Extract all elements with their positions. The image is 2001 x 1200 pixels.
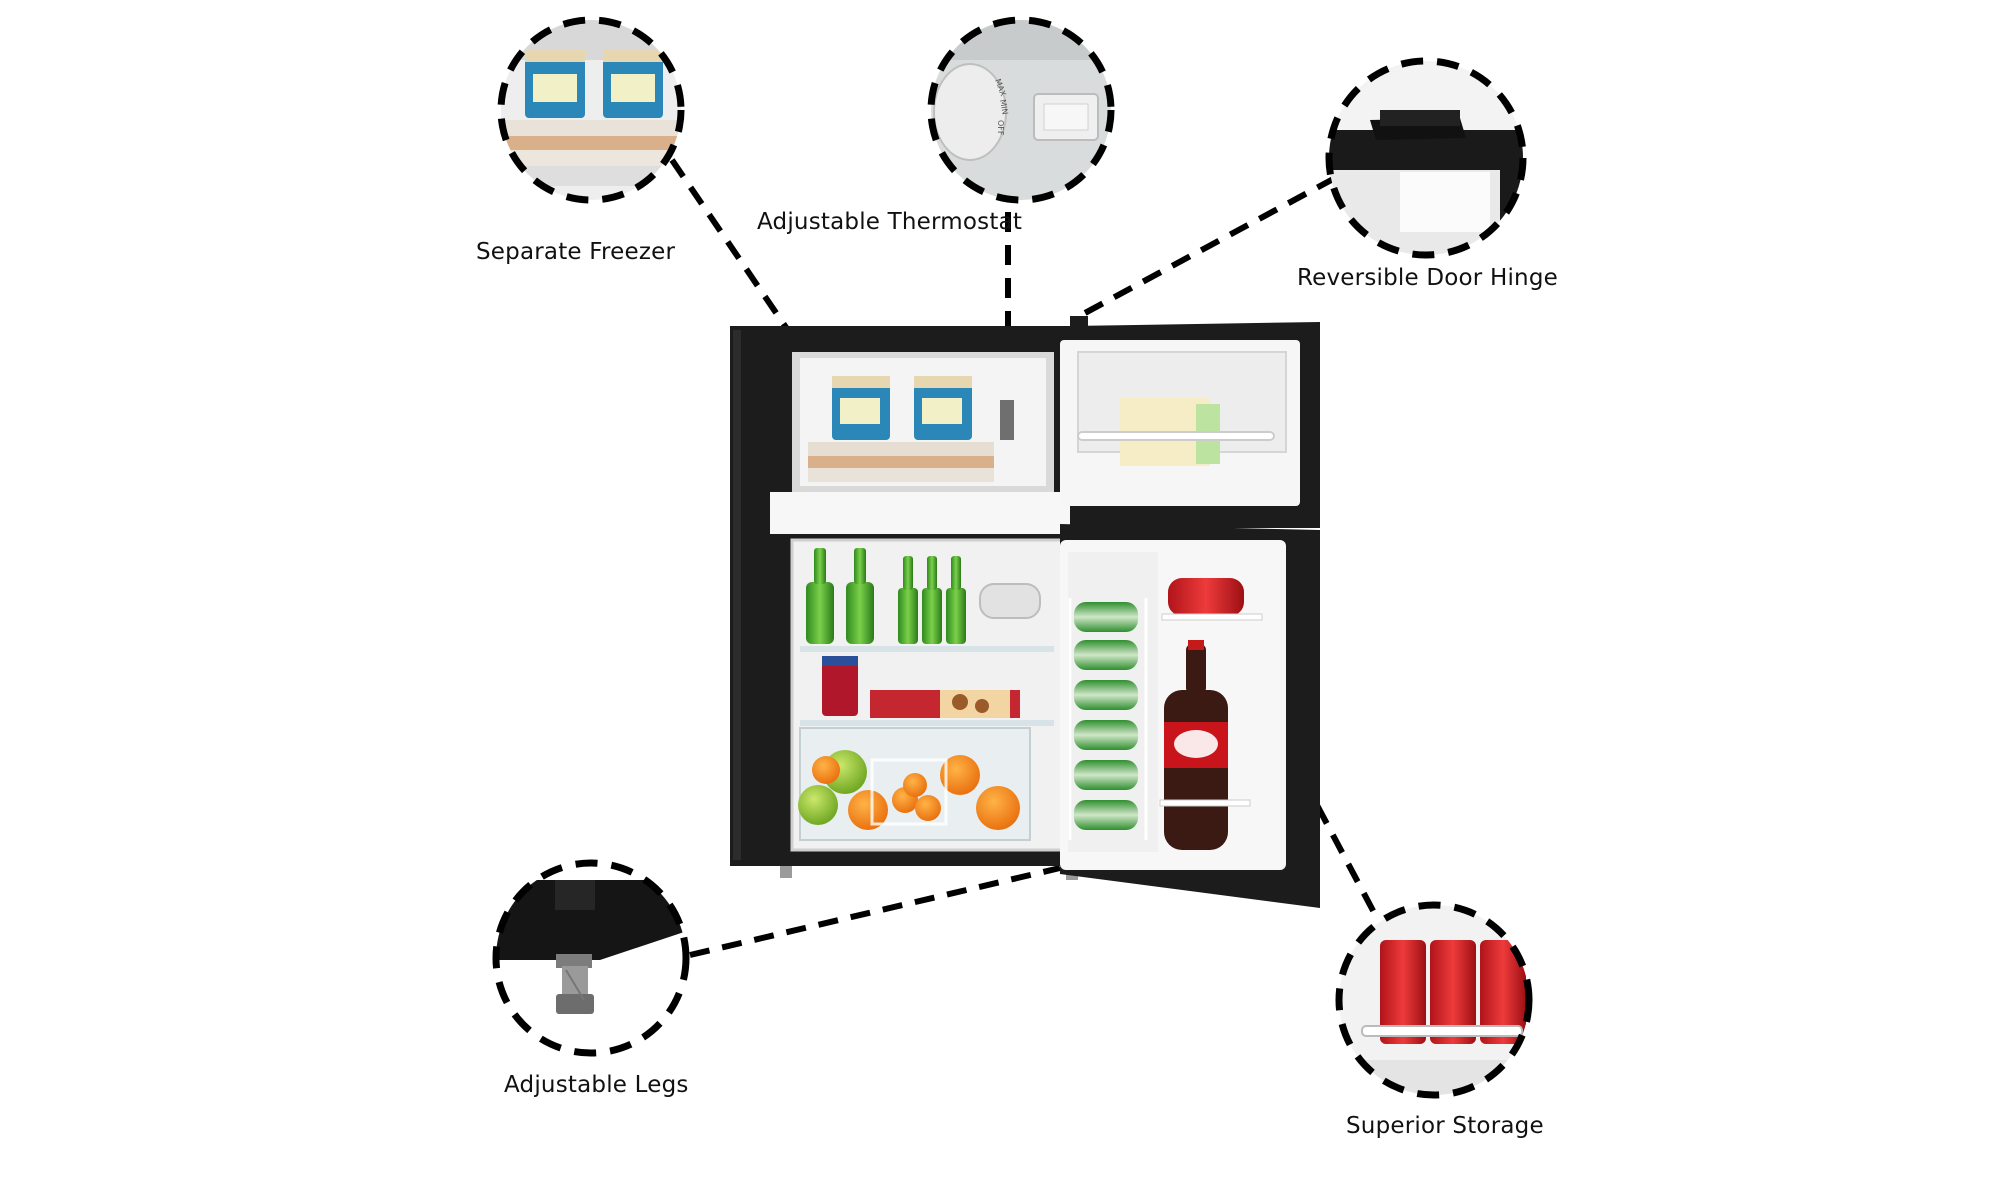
door-storage-closeup-icon — [1335, 901, 1533, 1099]
connector-legs — [689, 865, 1061, 958]
freezer-closeup-icon — [497, 16, 685, 204]
hinge-closeup-icon — [1325, 57, 1527, 259]
thermostat-closeup-icon: MAX MIN OFF — [927, 16, 1115, 204]
ice-cream-tub-icon — [832, 376, 972, 440]
superior-storage-label: Superior Storage — [1346, 1113, 1544, 1139]
dial-off-text: OFF — [996, 120, 1005, 136]
dial-min-text: MIN — [998, 99, 1010, 116]
reversible-door-hinge-label: Reversible Door Hinge — [1297, 265, 1558, 291]
leg-closeup-icon — [492, 859, 690, 1057]
refrigerator-illustration — [730, 316, 1320, 908]
fruit-icon — [798, 750, 1020, 830]
can-rack — [1068, 598, 1148, 840]
connector-hinge — [1070, 175, 1337, 323]
adjustable-thermostat-label: Adjustable Thermostat — [757, 209, 1023, 235]
bottle-icon — [806, 548, 966, 644]
adjustable-legs-label: Adjustable Legs — [504, 1072, 689, 1098]
separate-freezer-label: Separate Freezer — [476, 239, 676, 265]
